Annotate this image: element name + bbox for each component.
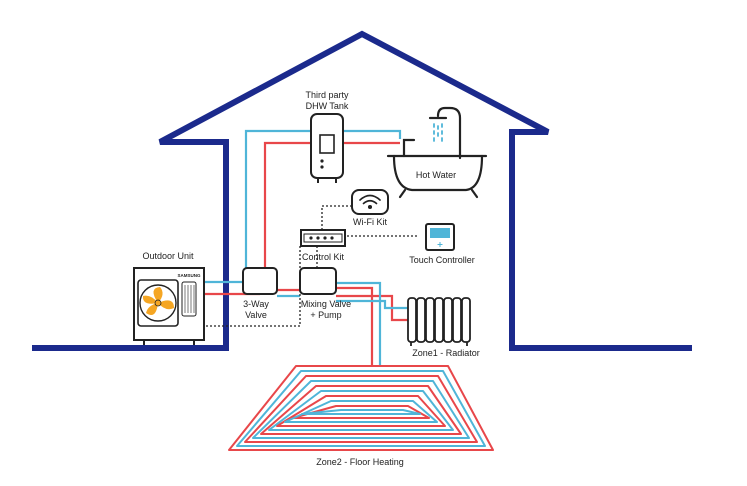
- three-way-valve-label-line1: 3-Way: [243, 299, 269, 309]
- shower-icon: [433, 123, 443, 142]
- outdoor-unit-label: Outdoor Unit: [142, 251, 194, 261]
- hot-water-label: Hot Water: [416, 170, 456, 180]
- fan-icon: [139, 284, 177, 322]
- three-way-valve-label-line2: Valve: [245, 310, 267, 320]
- zone2-label: Zone2 - Floor Heating: [316, 457, 404, 467]
- zone1-label: Zone1 - Radiator: [412, 348, 480, 358]
- cold-pipes: [204, 129, 412, 365]
- mixing-valve-label-line1: Mixing Valve: [301, 299, 351, 309]
- touch-controller: Touch Controller: [409, 223, 475, 265]
- wifi-kit-label: Wi-Fi Kit: [353, 217, 387, 227]
- brand-logo: SAMSUNG: [177, 273, 201, 278]
- mixing-valve-pump: Mixing Valve + Pump: [299, 267, 351, 320]
- dhw-tank: Third party DHW Tank: [305, 90, 349, 183]
- bathtub-icon: [386, 106, 488, 199]
- control-kit: Control Kit: [300, 229, 346, 262]
- mixing-valve-label-line2: + Pump: [310, 310, 341, 320]
- house-outline: [32, 30, 692, 351]
- dhw-tank-label-line1: Third party: [305, 90, 349, 100]
- wifi-kit: Wi-Fi Kit: [351, 189, 389, 227]
- radiator-icon: [407, 297, 471, 346]
- outdoor-unit: SAMSUNG Outdoor Unit: [133, 251, 205, 345]
- control-wires: [204, 205, 418, 327]
- touch-controller-label: Touch Controller: [409, 255, 475, 265]
- three-way-valve: 3-Way Valve: [242, 267, 278, 320]
- dhw-tank-label-line2: DHW Tank: [306, 101, 349, 111]
- control-kit-label: Control Kit: [302, 252, 345, 262]
- floor-heating-coil: [228, 365, 494, 451]
- wifi-icon: [359, 194, 381, 210]
